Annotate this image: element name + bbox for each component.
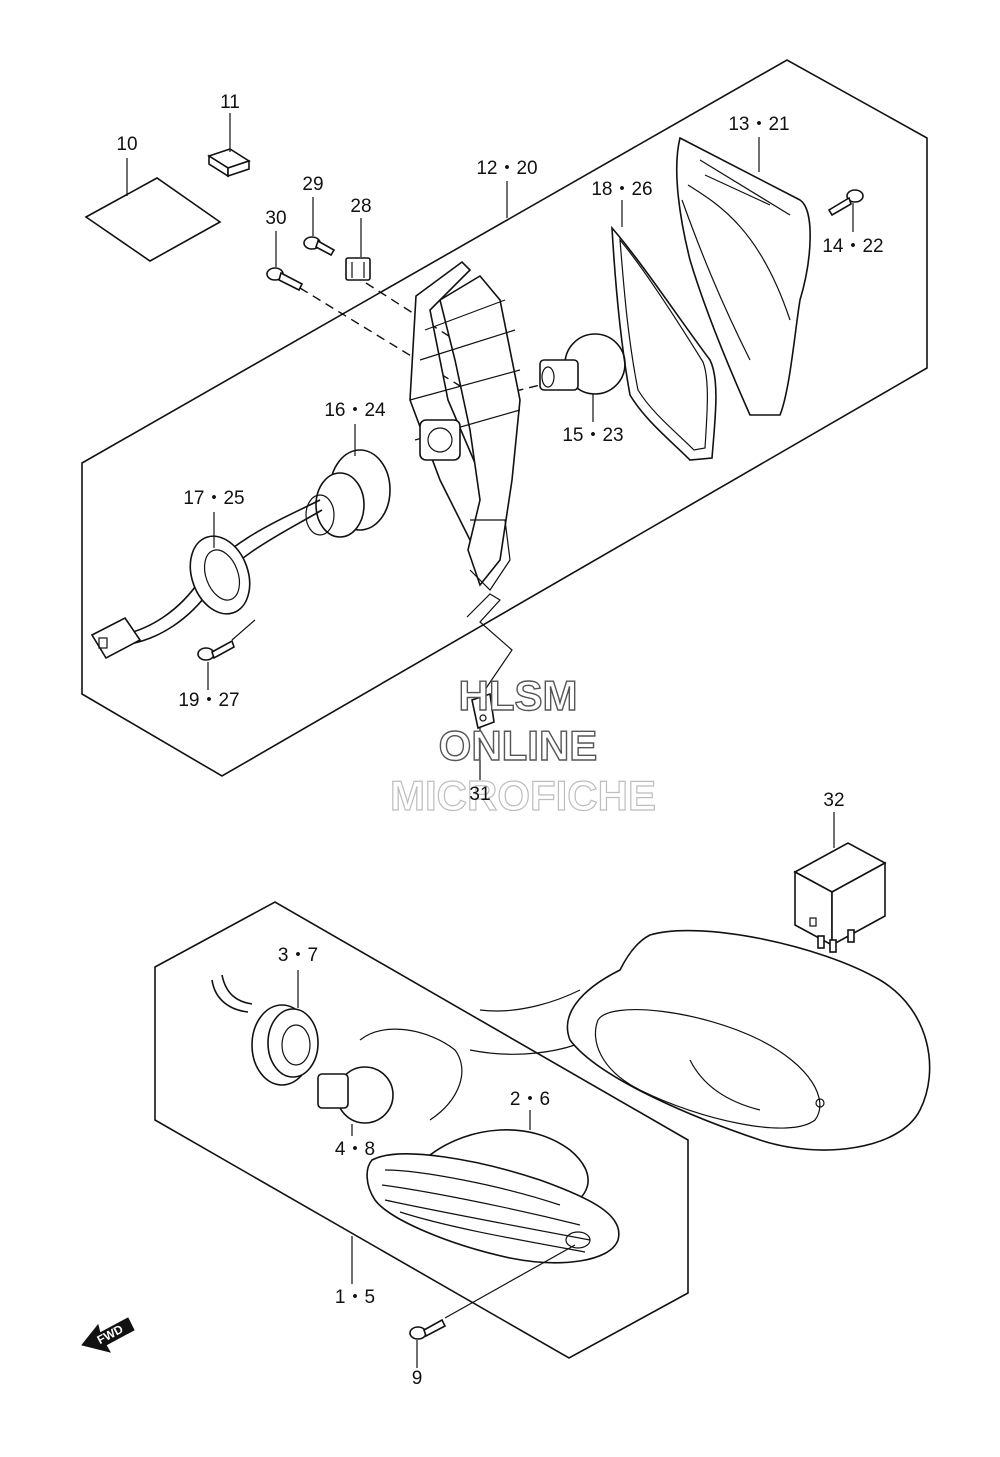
- callout-10: 10: [116, 134, 137, 155]
- part-14-22-screw: [827, 189, 864, 232]
- part-16-24-bulb-socket: [305, 424, 391, 538]
- part-17-25-wiring-harness: [90, 499, 323, 660]
- mirror-housing: [469, 929, 931, 1151]
- callout-28: 28: [350, 196, 371, 217]
- watermark-line-1: HLSM: [459, 672, 578, 719]
- callout-32: 32: [823, 790, 844, 811]
- part-31-clip: [466, 593, 513, 780]
- part-2-6-gasket: [429, 1110, 589, 1211]
- part-15-23-bulb: [539, 333, 626, 422]
- callout-12-20: 12・20: [476, 158, 537, 179]
- part-32-relay: [793, 812, 887, 953]
- callout-3-7: 3・7: [278, 945, 318, 966]
- callout-29: 29: [302, 174, 323, 195]
- part-18-26-gasket: [611, 200, 717, 461]
- watermark: HLSM ONLINE MICROFICHE: [389, 671, 656, 819]
- callout-19-27: 19・27: [178, 690, 239, 711]
- part-11-cushion-block: [207, 113, 251, 178]
- part-19-27-screw: [197, 619, 256, 690]
- watermark-line-2: ONLINE: [439, 722, 598, 769]
- callout-30: 30: [265, 208, 286, 229]
- callout-labels: 10 11 29 28 30 12・20 18・26 13・21 14・22 1…: [116, 92, 883, 1389]
- callout-2-6: 2・6: [510, 1089, 550, 1110]
- part-4-8-bulb: [317, 1028, 463, 1136]
- part-28-clip-nut: [345, 218, 371, 281]
- part-30-screw: [266, 231, 304, 292]
- lower-assembly-frame: [154, 901, 689, 1359]
- fwd-direction-arrow: FWD: [81, 1317, 135, 1353]
- part-3-7-bulb-socket: [211, 970, 319, 1086]
- callout-31: 31: [469, 784, 490, 805]
- callout-13-21: 13・21: [728, 114, 789, 135]
- part-1-5-turn-lens: [351, 1153, 620, 1284]
- callout-14-22: 14・22: [822, 236, 883, 257]
- part-9-screw: [409, 1244, 576, 1368]
- callout-11: 11: [220, 92, 240, 113]
- callout-17-25: 17・25: [183, 488, 244, 509]
- callout-18-26: 18・26: [591, 179, 652, 200]
- callout-1-5: 1・5: [335, 1287, 375, 1308]
- part-12-20-housing-bracket: [409, 181, 521, 591]
- watermark-line-3: MICROFICHE: [390, 772, 656, 819]
- upper-assembly-frame: [81, 59, 928, 777]
- callout-15-23: 15・23: [562, 425, 623, 446]
- part-29-screw: [303, 197, 336, 257]
- arrow-icon: [81, 1317, 135, 1353]
- callout-9: 9: [412, 1368, 423, 1389]
- part-10-label-sheet: [84, 158, 222, 262]
- callout-16-24: 16・24: [324, 400, 386, 421]
- part-13-21-turn-lens: [675, 136, 811, 416]
- callout-4-8: 4・8: [335, 1139, 375, 1160]
